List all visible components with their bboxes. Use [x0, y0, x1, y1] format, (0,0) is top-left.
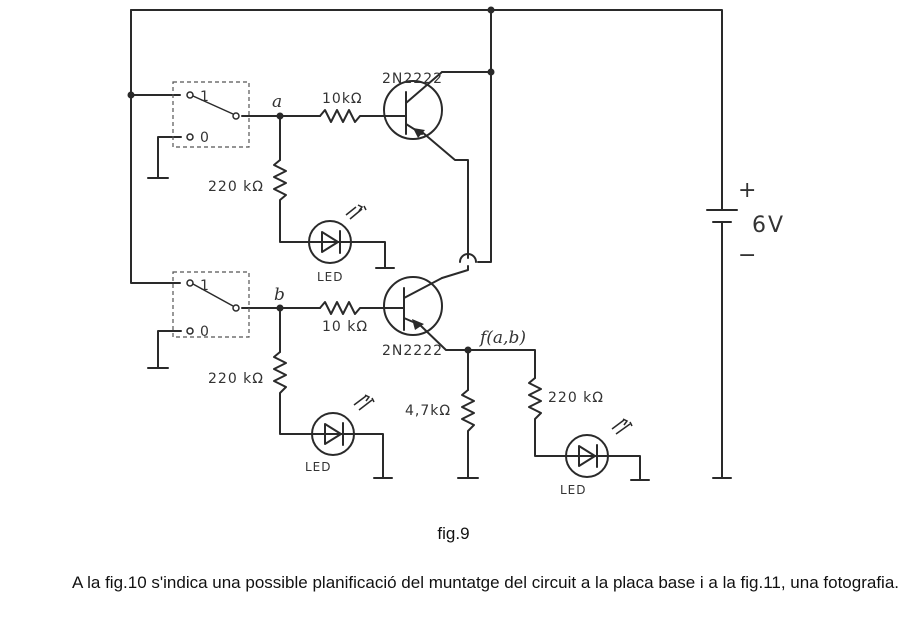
node-f-label: f(a,b) [478, 328, 526, 348]
resistor-base-b [319, 301, 366, 315]
transistor-top [383, 71, 443, 140]
switch-b: 1 0 [172, 271, 250, 340]
wire-crossover [459, 253, 477, 263]
junction-dots [127, 6, 495, 354]
transistor-top-label: 2N2222 [382, 71, 443, 87]
resistor-emitter-label: 4,7kΩ [405, 403, 451, 419]
switch-b-pos-0: 0 [200, 324, 210, 340]
resistor-base-b-label: 10 kΩ [322, 319, 368, 335]
battery-plus-sign: + [738, 178, 758, 203]
resistor-led-b-label: 220 kΩ [208, 371, 264, 387]
led-f-label: LED [560, 483, 587, 497]
resistor-led-a [273, 159, 287, 206]
resistor-led-f [528, 377, 542, 426]
node-a-label: a [272, 92, 282, 112]
led-b-label: LED [305, 460, 332, 474]
resistor-led-a-label: 220 kΩ [208, 179, 264, 195]
battery-voltage-label: 6V [752, 213, 785, 238]
wires [130, 9, 732, 481]
resistor-base-a [319, 109, 366, 123]
figure-caption: fig.9 [437, 524, 470, 543]
resistor-emitter [461, 389, 475, 441]
transistor-bottom [383, 276, 443, 336]
led-a: LED [307, 204, 367, 284]
switch-b-pos-1: 1 [200, 278, 210, 294]
switch-a-pos-0: 0 [200, 130, 210, 146]
led-a-label: LED [317, 270, 344, 284]
switch-a: 1 0 [172, 81, 250, 148]
resistor-base-a-label: 10kΩ [322, 91, 363, 107]
battery-minus-sign: − [738, 243, 758, 268]
led-b: LED [305, 394, 375, 474]
transistor-bottom-label: 2N2222 [382, 343, 443, 359]
circuit-schematic: 1 0 1 0 [127, 6, 785, 497]
resistor-led-b [273, 351, 287, 399]
resistor-led-f-label: 220 kΩ [548, 390, 604, 406]
body-paragraph: A la fig.10 s'indica una possible planif… [72, 573, 899, 592]
battery: + − 6V [706, 178, 785, 268]
switch-a-pos-1: 1 [200, 89, 210, 105]
node-b-label: b [274, 285, 285, 305]
led-f: LED [560, 418, 633, 497]
